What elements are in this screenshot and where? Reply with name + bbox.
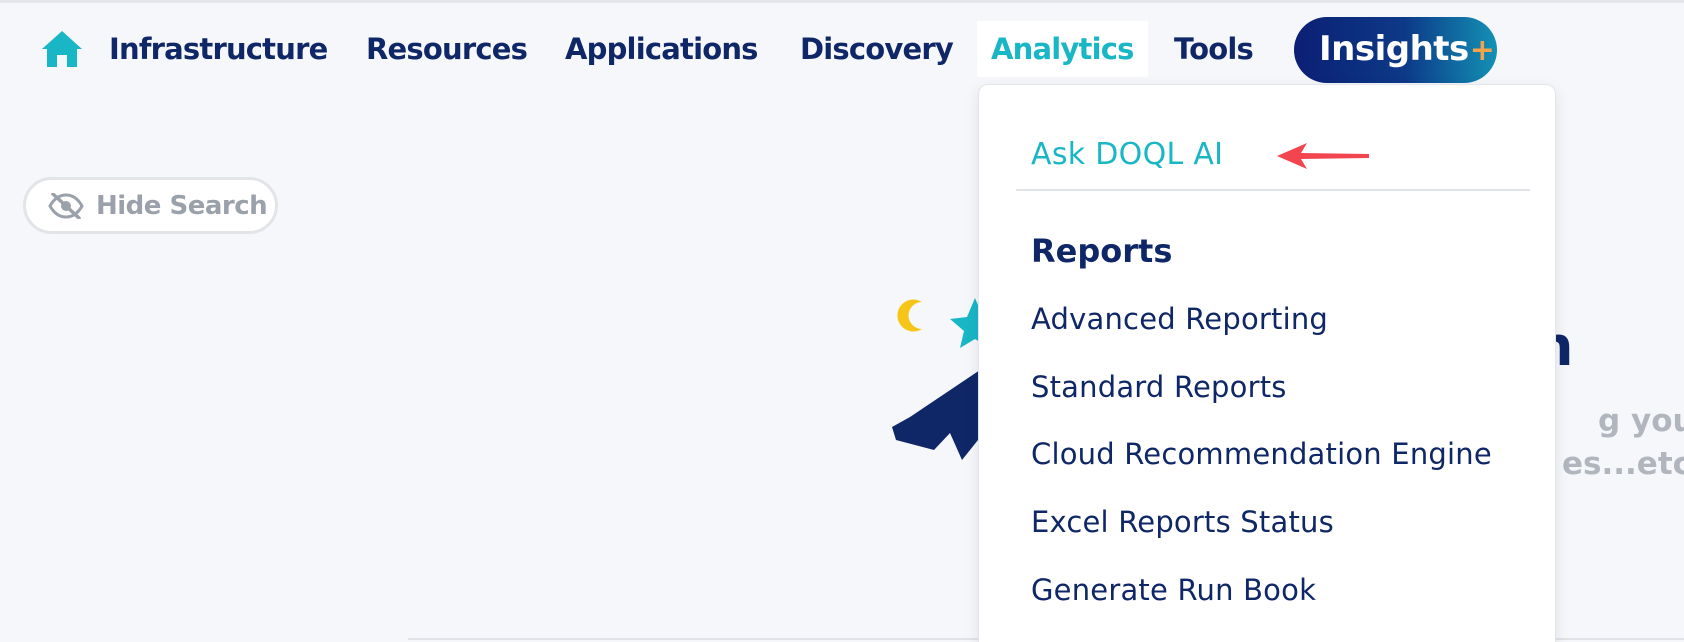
menu-item-excel-reports-status[interactable]: Excel Reports Status: [1031, 505, 1334, 539]
menu-divider: [1016, 189, 1530, 191]
menu-item-generate-run-book[interactable]: Generate Run Book: [1031, 573, 1317, 607]
menu-item-ask-doql-ai[interactable]: Ask DOQL AI: [1031, 137, 1224, 172]
eye-slash-icon: [48, 192, 84, 219]
menu-item-standard-reports[interactable]: Standard Reports: [1031, 370, 1287, 404]
moon-shape: [897, 299, 922, 332]
main-navbar: Infrastructure Resources Applications Di…: [0, 16, 1684, 84]
analytics-dropdown-menu: Ask DOQL AI Reports Advanced Reporting S…: [978, 84, 1556, 642]
background-description-line1: g you: [1598, 403, 1684, 439]
menu-item-cloud-recommendation-engine[interactable]: Cloud Recommendation Engine: [1031, 437, 1492, 471]
reports-section-title: Reports: [1031, 232, 1173, 270]
nav-applications[interactable]: Applications: [565, 32, 758, 66]
hide-search-button[interactable]: Hide Search: [23, 177, 278, 234]
home-button[interactable]: [40, 28, 84, 70]
nav-analytics[interactable]: Analytics: [977, 21, 1148, 77]
insights-label: Insights: [1319, 29, 1469, 69]
star-shape: [950, 298, 1000, 348]
nav-discovery[interactable]: Discovery: [800, 32, 954, 66]
nav-infrastructure[interactable]: Infrastructure: [109, 32, 328, 66]
hand-shape: [892, 370, 995, 460]
background-description-line2: es...etc: [1562, 446, 1684, 482]
annotation-arrow-icon: [1277, 143, 1369, 169]
home-icon: [42, 31, 82, 67]
menu-item-advanced-reporting[interactable]: Advanced Reporting: [1031, 302, 1329, 336]
nav-tools[interactable]: Tools: [1174, 32, 1254, 66]
hide-search-label: Hide Search: [96, 190, 268, 221]
background-illustration: [892, 298, 1000, 460]
top-border: [0, 0, 1684, 3]
nav-resources[interactable]: Resources: [366, 32, 528, 66]
insights-plus-mark: +: [1469, 33, 1495, 68]
insights-plus-button[interactable]: Insights+: [1294, 17, 1497, 83]
